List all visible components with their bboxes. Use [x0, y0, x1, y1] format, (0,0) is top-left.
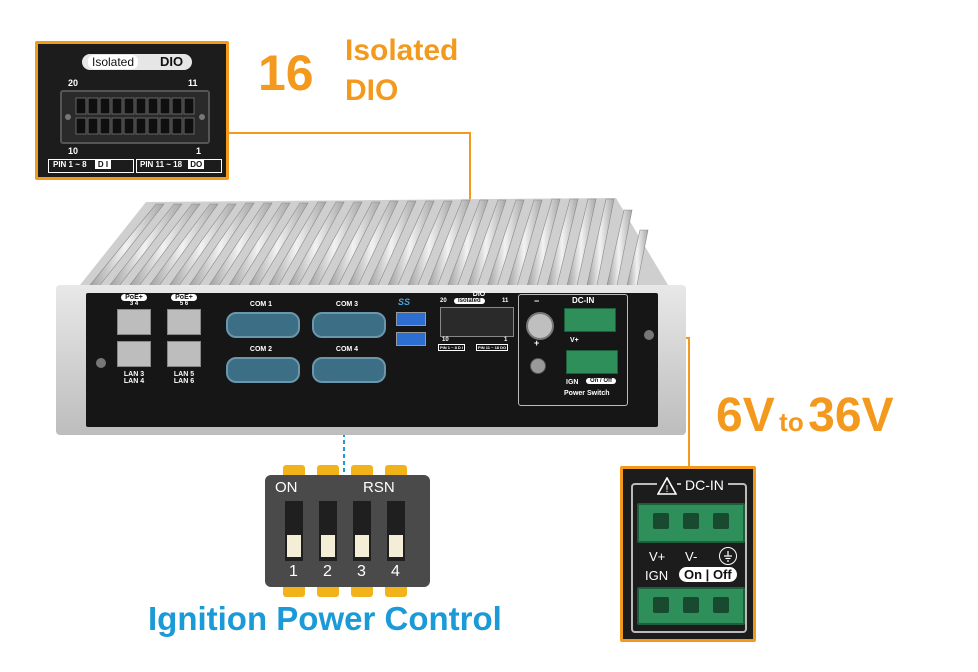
pin-range-do-tag: DO — [188, 160, 205, 169]
usb-ss-icon: SS — [398, 297, 411, 307]
com2-label: COM 2 — [249, 346, 273, 353]
dcin-panel-terminal[interactable] — [564, 308, 616, 332]
usb-port-1[interactable] — [396, 312, 426, 326]
dc-area-frame — [518, 294, 628, 406]
pin-range-do-text: PIN 11 ~ 18 — [140, 160, 183, 169]
power-switch-label: Power Switch — [564, 390, 610, 397]
pin-range-di-text: PIN 1 ~ 8 — [53, 160, 87, 169]
dip-inset: ON RSN 1 2 3 4 — [265, 465, 430, 597]
rj45-port-5[interactable] — [167, 309, 201, 335]
dcin-onoff: On | Off — [679, 567, 737, 582]
dio-panel-pin20: 20 — [440, 298, 447, 304]
dcin-off: Off — [712, 567, 732, 582]
com1-label: COM 1 — [249, 301, 273, 308]
dip-num-1: 1 — [289, 563, 298, 580]
dio-panel-range-r: PIN 11 ~ 18 DO — [476, 344, 509, 351]
pin-11-label: 11 — [188, 78, 198, 88]
dio-panel-pin11: 11 — [502, 298, 509, 304]
dio-inset: Isolated DIO 20 11 10 1 PIN 1 ~ 8 D I — [35, 41, 229, 180]
dip-on-label: ON — [275, 479, 298, 496]
voltage-high: 36V — [808, 389, 894, 442]
device: PoE+ 3 4 LAN 3 LAN 4 PoE+ 5 6 LAN 5 LAN … — [56, 190, 686, 440]
dio-panel-connector[interactable] — [440, 307, 514, 337]
dip-switch-4[interactable] — [387, 501, 405, 561]
lan34-group: PoE+ 3 4 LAN 3 LAN 4 — [112, 294, 156, 394]
dcin-title: DC-IN — [681, 477, 728, 493]
poe-label-1: PoE+ — [112, 294, 156, 301]
com4-port[interactable] — [312, 357, 386, 383]
dip-rsn-label: RSN — [363, 479, 395, 496]
svg-text:!: ! — [665, 484, 669, 495]
poe-ports-2: 5 6 — [179, 301, 189, 307]
voltage-callout: 6V to 36V — [716, 388, 894, 443]
dio-panel-label: DIO — [472, 291, 486, 298]
rj45-port-3[interactable] — [117, 309, 151, 335]
dip-switch-2[interactable] — [319, 501, 337, 561]
dio-badge: Isolated DIO — [82, 54, 192, 70]
lan56-label: LAN 5 LAN 6 — [173, 371, 195, 385]
dcin-ign: IGN — [645, 568, 669, 583]
dio-callout-line2: DIO — [345, 74, 399, 107]
com1-port[interactable] — [226, 312, 300, 338]
ign-panel-label: IGN — [566, 379, 579, 386]
rj45-port-6[interactable] — [167, 341, 201, 367]
usb-port-2[interactable] — [396, 332, 426, 346]
dcin-panel-vplus: V+ — [570, 337, 579, 344]
com3-port[interactable] — [312, 312, 386, 338]
warning-icon: ! — [656, 476, 678, 495]
rj45-port-4[interactable] — [117, 341, 151, 367]
dcin-vplus: V+ — [649, 549, 666, 564]
ign-panel-terminal[interactable] — [566, 350, 618, 374]
poe-ports-1: 3 4 — [129, 301, 139, 307]
dio-panel-range-l: PIN 1 ~ 8 D I — [438, 344, 466, 351]
dip-num-3: 3 — [357, 563, 366, 580]
com4-label: COM 4 — [335, 346, 359, 353]
dc-minus: − — [534, 296, 540, 306]
ground-screw — [530, 358, 546, 374]
dio-callout-line1: Isolated — [345, 34, 459, 67]
dcin-terminal[interactable] — [637, 503, 745, 543]
dcin-vminus: V- — [685, 549, 698, 564]
com3-label: COM 3 — [335, 301, 359, 308]
dip-num-2: 2 — [323, 563, 332, 580]
pin-range-do: PIN 11 ~ 18 DO — [136, 159, 222, 173]
voltage-to: to — [779, 407, 804, 437]
dip-switch-3[interactable] — [353, 501, 371, 561]
pin-range-di: PIN 1 ~ 8 D I — [48, 159, 134, 173]
dio-pins-graphic — [65, 97, 205, 135]
ign-terminal[interactable] — [637, 587, 745, 625]
dip-switch-1[interactable] — [285, 501, 303, 561]
com2-port[interactable] — [226, 357, 300, 383]
lan34-label: LAN 3 LAN 4 — [123, 371, 145, 385]
panel-screw-right — [644, 330, 654, 340]
dio-badge-dio: DIO — [160, 54, 184, 69]
dio-panel-pin10: 10 — [442, 337, 449, 343]
dc-plus: + — [534, 338, 540, 348]
dio-terminal-block — [60, 90, 210, 144]
pin-20-label: 20 — [68, 78, 79, 88]
dio-panel-pin1: 1 — [504, 337, 508, 343]
dcin-inset: ! DC-IN V+ V- IGN On | Off — [620, 466, 756, 642]
dcin-panel-label: DC-IN — [572, 296, 595, 305]
voltage-low: 6V — [716, 389, 775, 442]
poe-label-2: PoE+ — [162, 294, 206, 301]
pin-range-di-tag: D I — [94, 160, 112, 169]
dip-num-4: 4 — [391, 563, 400, 580]
dcin-on: On — [684, 567, 703, 582]
ignition-caption: Ignition Power Control — [148, 600, 502, 637]
heatsink-fins — [76, 198, 671, 291]
lan56-group: PoE+ 5 6 LAN 5 LAN 6 — [162, 294, 206, 394]
ign-panel-onoff: On / Off — [586, 378, 616, 384]
pin-10-label: 10 — [68, 146, 79, 156]
panel-screw-left — [96, 358, 106, 368]
ground-icon — [719, 547, 737, 565]
pin-1-label: 1 — [196, 146, 202, 156]
dio-badge-isolated: Isolated — [88, 55, 139, 69]
dio-count: 16 — [258, 45, 314, 101]
power-jack[interactable] — [526, 312, 554, 340]
dio-panel-isolated: Isolated — [454, 298, 485, 304]
